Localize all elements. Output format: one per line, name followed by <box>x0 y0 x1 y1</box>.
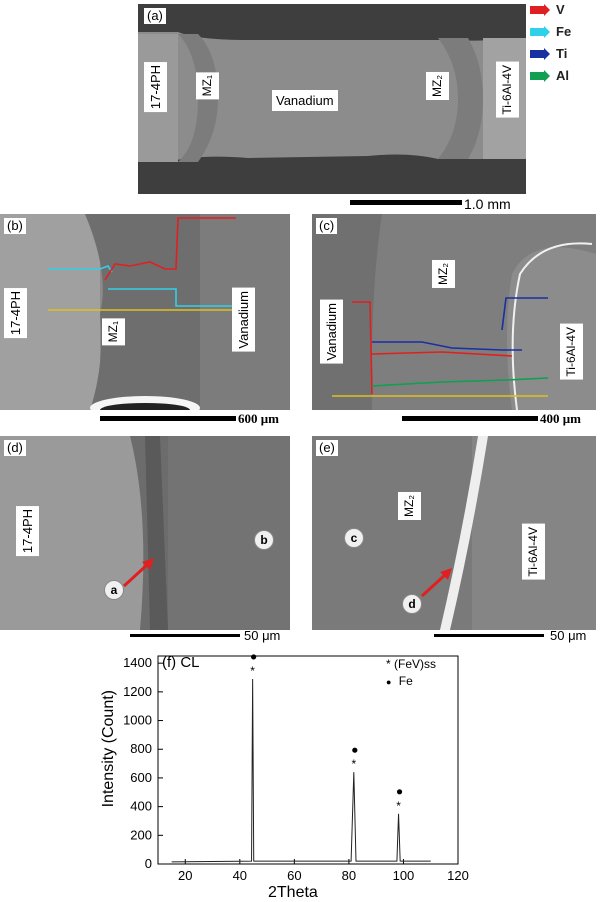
chart-legend-item: ● Fe <box>386 673 436 691</box>
panel-a-region-174ph: 17-4PH <box>144 62 167 113</box>
peak-dot-marker <box>251 654 257 660</box>
panel-a-label: (a) <box>144 8 166 24</box>
panel-d-image <box>0 436 290 630</box>
chart-frame <box>157 655 459 865</box>
chart-legend-item: * (FeV)ss <box>386 656 436 673</box>
x-tick-label: 80 <box>342 868 356 883</box>
y-tick-label: 1400 <box>123 655 152 670</box>
arrow-right-icon <box>530 3 550 16</box>
panel-a-micrograph: (a) 17-4PH MZ₁ Vanadium MZ₂ Ti-6Al-4V <box>138 4 526 194</box>
x-tick-label: 120 <box>447 868 469 883</box>
panel-a-region-ti64: Ti-6Al-4V <box>496 62 519 118</box>
panel-a-region-mz2: MZ₂ <box>426 72 449 100</box>
legend-symbol-star: * <box>386 657 391 671</box>
legend-label-fevss: (FeV)ss <box>394 657 437 671</box>
panel-a-region-mz1: MZ₁ <box>196 72 219 100</box>
panel-e-point-c: c <box>344 528 364 548</box>
panel-b-region-mz1: MZ₁ <box>102 318 125 346</box>
panel-c-region-vanadium: Vanadium <box>320 300 343 364</box>
panel-d-point-a: a <box>104 580 124 600</box>
x-tick-label: 20 <box>178 868 192 883</box>
arrow-icon <box>122 558 154 588</box>
chart-title: (f) CL <box>162 654 200 671</box>
panel-a-region-vanadium: Vanadium <box>272 90 338 111</box>
y-tick-label: 1200 <box>123 684 152 699</box>
panel-e-micrograph: (e) MZ₂ Ti-6Al-4V c d <box>312 436 596 630</box>
arrow-right-icon <box>530 69 550 82</box>
legend-label-al: Al <box>556 68 569 83</box>
legend-item-v: V <box>530 2 565 17</box>
arrow-icon <box>420 568 452 598</box>
legend-item-al: Al <box>530 68 569 83</box>
panel-e-scalebar <box>434 634 544 637</box>
panel-c-label: (c) <box>316 218 338 234</box>
peak-star-marker: * <box>351 757 356 771</box>
legend-label-v: V <box>556 2 565 17</box>
chart-ylabel: Intensity (Count) <box>100 690 117 808</box>
y-tick-label: 800 <box>130 741 152 756</box>
panel-c-image <box>312 214 596 410</box>
panel-a-scalebar <box>350 200 462 205</box>
y-tick-label: 0 <box>145 856 152 871</box>
y-tick-label: 1000 <box>123 713 152 728</box>
panel-a-scale-text: 1.0 mm <box>464 196 511 212</box>
panel-d-region-174ph: 17-4PH <box>16 506 39 557</box>
panel-e-point-d: d <box>402 594 422 614</box>
panel-d-label: (d) <box>4 440 26 456</box>
panel-c-region-ti64: Ti-6Al-4V <box>560 324 583 380</box>
y-tick-label: 600 <box>130 770 152 785</box>
legend-label-fe: Fe <box>556 24 572 39</box>
x-tick-label: 40 <box>233 868 247 883</box>
panel-e-region-ti64: Ti-6Al-4V <box>522 524 545 580</box>
panel-b-scale-text: 600 μm <box>238 411 279 426</box>
panel-b-region-vanadium: Vanadium <box>232 288 255 352</box>
legend-label-fe: Fe <box>398 674 413 688</box>
panel-c-region-mz2: MZ₂ <box>432 260 455 288</box>
panel-b-label: (b) <box>4 218 26 234</box>
y-tick-label: 200 <box>130 827 152 842</box>
panel-d-scalebar <box>130 634 240 637</box>
panel-d-micrograph: (d) 17-4PH a b <box>0 436 290 630</box>
panel-d-scale-text: 50 μm <box>244 628 281 643</box>
panel-c-micrograph: (c) MZ₂ Vanadium Ti-6Al-4V <box>312 214 596 410</box>
xrd-series-line <box>171 678 431 863</box>
x-tick-label: 100 <box>393 868 415 883</box>
legend-label-ti: Ti <box>556 46 568 61</box>
panel-b-micrograph: (b) 17-4PH MZ₁ Vanadium <box>0 214 290 410</box>
peak-dot-marker <box>352 747 358 753</box>
panel-e-scale-text: 50 μm <box>550 628 587 643</box>
panel-c-scalebar <box>402 416 538 421</box>
panel-e-label: (e) <box>316 440 338 456</box>
chart-series <box>171 678 431 863</box>
y-tick-label: 400 <box>130 799 152 814</box>
peak-star-marker: * <box>396 799 401 813</box>
x-tick-label: 60 <box>287 868 301 883</box>
legend-item-ti: Ti <box>530 46 567 61</box>
panel-c-scale-text: 400 μm <box>540 411 581 426</box>
panel-b-scalebar <box>100 416 236 421</box>
legend-symbol-dot: ● <box>386 677 392 687</box>
panel-d-point-b: b <box>254 530 274 550</box>
chart-peaks: * * * <box>250 654 403 813</box>
peak-dot-marker <box>396 789 403 795</box>
arrow-right-icon <box>530 47 550 60</box>
panel-b-region-174ph: 17-4PH <box>4 288 27 339</box>
chart-xlabel: 2Theta <box>268 884 318 901</box>
panel-e-region-mz2: MZ₂ <box>398 492 421 520</box>
chart-legend: * (FeV)ss ● Fe <box>386 656 436 691</box>
arrow-right-icon <box>530 25 550 38</box>
legend-item-fe: Fe <box>530 24 571 39</box>
peak-star-marker: * <box>250 664 255 678</box>
